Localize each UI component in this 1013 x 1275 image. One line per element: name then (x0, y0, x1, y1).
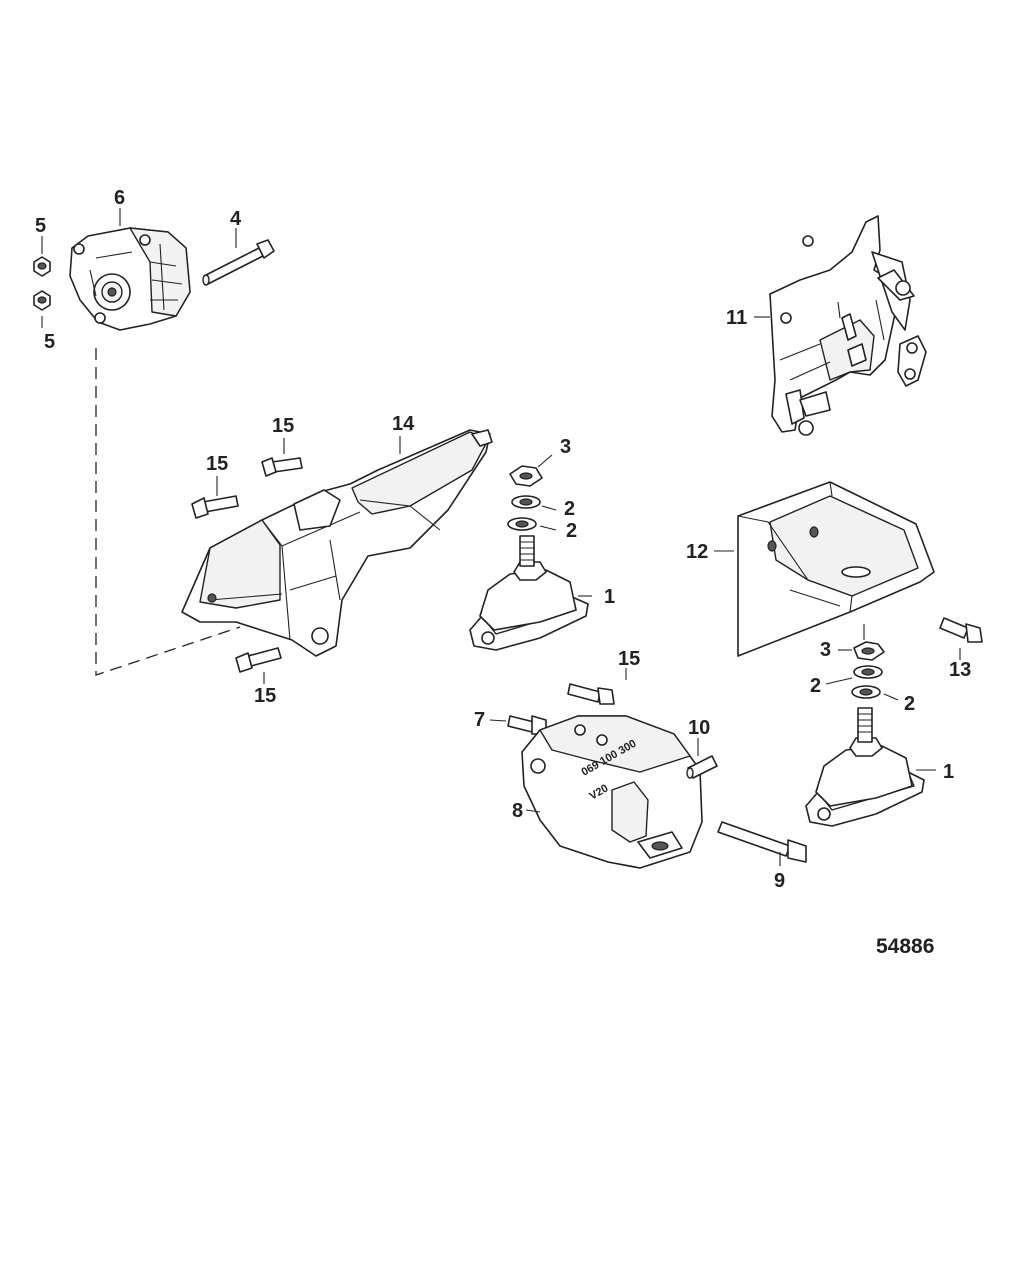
callout-13: 13 (949, 659, 971, 681)
part-6-pump (69, 227, 191, 331)
callout-7: 7 (474, 709, 485, 731)
figure-number: 54886 (876, 935, 934, 958)
part-14-mount-bracket (181, 429, 493, 657)
part-3-nut-left (509, 465, 543, 487)
part-3-nut-right (853, 641, 885, 661)
part-10-stud (686, 755, 718, 779)
callout-8: 8 (512, 800, 523, 822)
part-2-washer-right-a (853, 665, 883, 679)
part-4-long-bolt (202, 239, 275, 286)
callout-15-b: 15 (206, 453, 228, 475)
part-1-rubber-mount-right (805, 707, 925, 827)
part-15-bolt-a (261, 457, 303, 477)
part-9-long-bolt (717, 821, 807, 863)
callout-10: 10 (688, 717, 710, 739)
callout-12: 12 (686, 541, 708, 563)
callout-15-a: 15 (272, 415, 294, 437)
callout-14: 14 (392, 413, 415, 435)
part-1-rubber-mount-left (469, 535, 589, 651)
callout-4: 4 (230, 208, 242, 230)
callout-5-upper: 5 (35, 215, 46, 237)
callout-6: 6 (114, 187, 125, 209)
part-11-control-bracket (769, 215, 927, 436)
part-2-washer-left-b (507, 517, 537, 531)
part-2-washer-right-b (851, 685, 881, 699)
part-5-nut-upper (33, 256, 51, 277)
part-8-mount-bracket: 069 100 300 V20 (521, 715, 703, 869)
part-15-bolt-c (235, 647, 282, 673)
callout-2-right-b: 2 (904, 693, 915, 715)
callout-2-left-a: 2 (564, 498, 575, 520)
callout-3-right: 3 (820, 639, 831, 661)
callout-9: 9 (774, 870, 785, 892)
callout-15-c: 15 (254, 685, 276, 707)
callout-2-right-a: 2 (810, 675, 821, 697)
part-13-bolt (939, 617, 983, 643)
part-15-bolt-d (567, 683, 615, 705)
callout-5-lower: 5 (44, 331, 55, 353)
part-12-angle-bracket (737, 481, 935, 657)
callout-1-right: 1 (943, 761, 954, 783)
callout-labels: 5 5 6 4 11 15 15 14 3 2 2 1 12 15 15 3 2… (35, 187, 971, 892)
alignment-dashed-line (95, 348, 241, 676)
callout-2-left-b: 2 (566, 520, 577, 542)
callout-11: 11 (726, 307, 747, 329)
callout-15-d: 15 (618, 648, 640, 670)
part-2-washer-left-a (511, 495, 541, 509)
part-15-bolt-b (191, 495, 239, 519)
part-5-nut-lower (33, 290, 51, 311)
leader-lines (41, 208, 961, 866)
callout-1-left: 1 (604, 586, 615, 608)
callout-3-left: 3 (560, 436, 571, 458)
